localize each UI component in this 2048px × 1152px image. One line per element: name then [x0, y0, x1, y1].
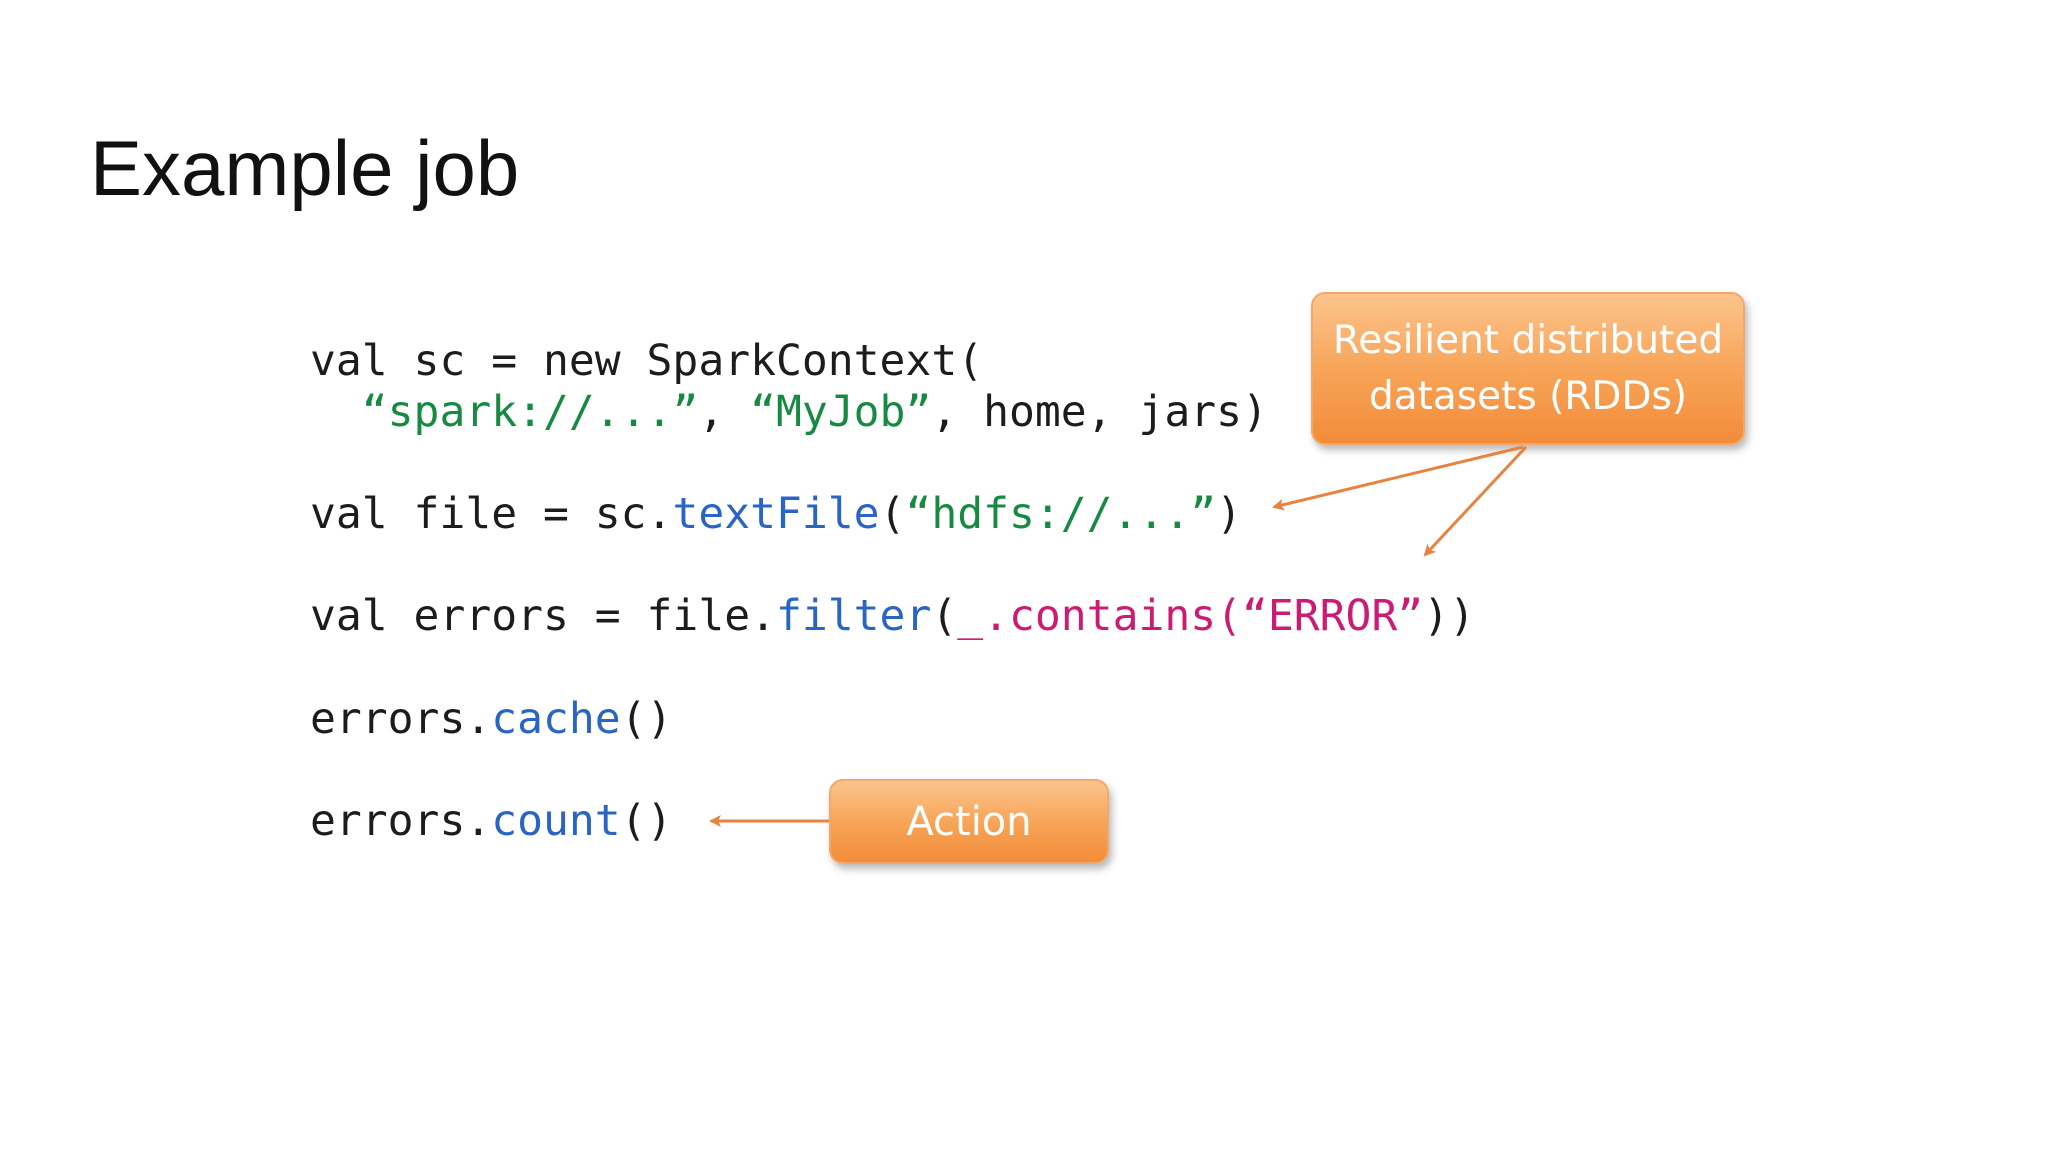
- code-string-master-url: “spark://...”: [361, 387, 699, 437]
- code-function-cache: cache: [491, 694, 621, 744]
- code-paren: ): [1216, 489, 1242, 539]
- code-text: val errors = file.: [310, 591, 776, 641]
- code-line-cache: errors.cache(): [310, 694, 672, 744]
- code-text: , home, jars): [931, 387, 1268, 437]
- code-line-filter: val errors = file.filter(_.contains(“ERR…: [310, 591, 1475, 641]
- rdd-arrow-to-errors: [1423, 445, 1528, 557]
- slide-title: Example job: [90, 124, 520, 212]
- code-line-textfile: val file = sc.textFile(“hdfs://...”): [310, 489, 1242, 539]
- code-separator: ,: [698, 387, 751, 437]
- code-lambda-contains: _.contains(“ERROR”: [957, 591, 1424, 641]
- code-line-sparkcontext-args: “spark://...”, “MyJob”, home, jars): [310, 387, 1268, 437]
- rdd-callout-line1: Resilient distributed: [1332, 317, 1724, 363]
- code-paren: (: [931, 591, 958, 641]
- code-paren: (: [879, 489, 906, 539]
- code-text: val file = sc.: [310, 489, 673, 539]
- code-text: val sc = new SparkContext(: [310, 336, 984, 386]
- code-function-filter: filter: [776, 591, 932, 641]
- code-paren: (): [620, 694, 673, 744]
- code-line-sparkcontext: val sc = new SparkContext(: [310, 336, 983, 386]
- code-indent: [310, 387, 362, 437]
- code-string-hdfs-path: “hdfs://...”: [905, 489, 1217, 539]
- code-paren: (): [620, 796, 673, 846]
- code-string-job-name: “MyJob”: [750, 387, 932, 437]
- code-line-count: errors.count(): [310, 796, 672, 846]
- rdd-callout-line2: datasets (RDDs): [1368, 373, 1688, 419]
- rdd-arrow-to-file: [1272, 445, 1524, 511]
- code-text: errors.: [310, 694, 492, 744]
- rdd-callout: Resilient distributed datasets (RDDs): [1311, 292, 1745, 445]
- action-callout: Action: [829, 779, 1109, 864]
- code-paren: )): [1423, 591, 1476, 641]
- code-text: errors.: [310, 796, 492, 846]
- action-callout-label: Action: [906, 798, 1032, 845]
- code-function-textfile: textFile: [672, 489, 880, 539]
- code-function-count: count: [491, 796, 621, 846]
